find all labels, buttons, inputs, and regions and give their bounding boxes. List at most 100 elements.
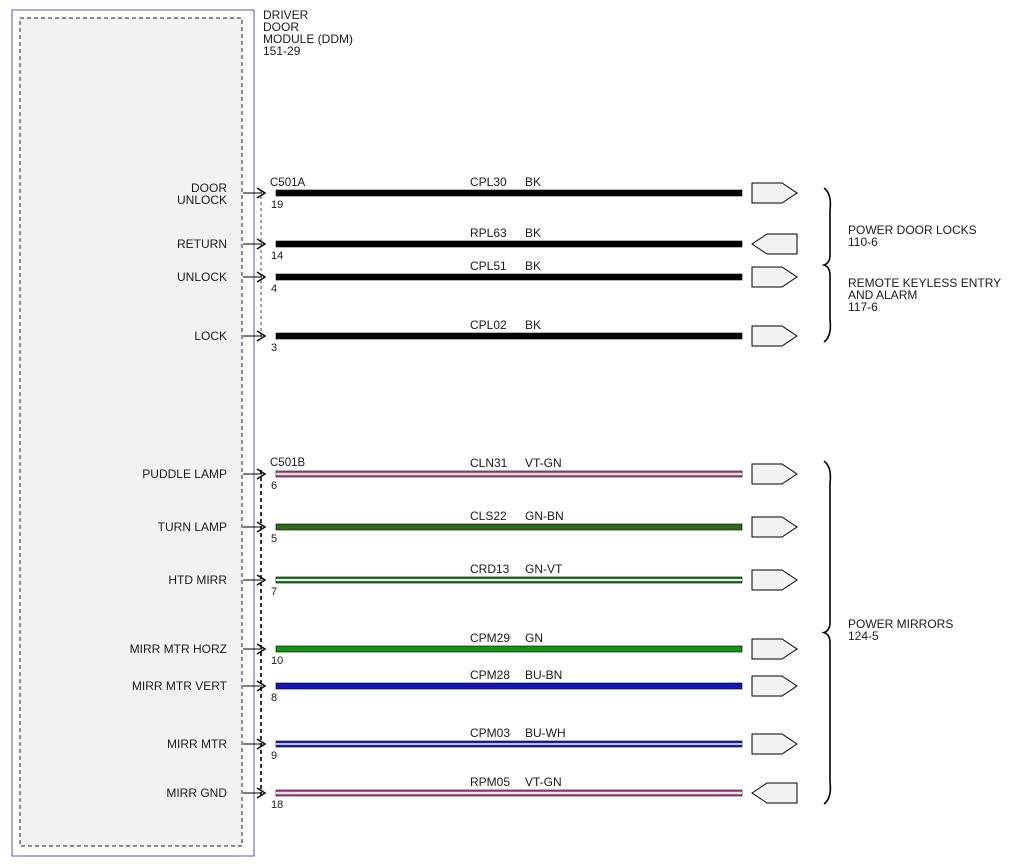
wire-color-code: BK [525, 226, 541, 240]
connector-chevron [256, 738, 267, 750]
wire-line [275, 189, 743, 197]
pin-number: 4 [271, 283, 277, 295]
connector-chevron [256, 238, 267, 250]
pin-number: 3 [271, 342, 277, 354]
pin-label: UNLOCK [177, 270, 227, 284]
module-box-inner [19, 17, 243, 847]
pin-number: 9 [271, 750, 277, 762]
wire-line [275, 240, 743, 248]
wire-color-code: GN [525, 631, 543, 645]
wire-row: MIRR MTR HORZ 10 CPM29 GN [130, 631, 798, 667]
circuit-id: CRD13 [470, 562, 510, 576]
wire-color-code: BU-BN [525, 668, 562, 682]
connector-chevron [256, 330, 267, 342]
circuit-id: RPL63 [470, 226, 507, 240]
wire-stripe [276, 792, 742, 794]
wire-line [275, 645, 743, 653]
wire-stripe [276, 743, 742, 745]
connector-chevron [256, 643, 267, 655]
wire-color-code: BU-WH [525, 726, 566, 740]
connector-label-c501a: C501A [270, 177, 305, 189]
off-page-arrow-in [751, 233, 798, 255]
destination-brace [821, 460, 832, 805]
pin-label: MIRR MTR [167, 737, 227, 751]
circuit-id: CPL30 [470, 175, 507, 189]
wire-row: HTD MIRR 7 CRD13 GN-VT [168, 562, 798, 598]
pin-number: 14 [271, 250, 283, 262]
circuit-id: CPL51 [470, 259, 507, 273]
wire-color-code: GN-BN [525, 509, 564, 523]
wire-line [275, 332, 743, 340]
connector-chevron [256, 787, 267, 799]
circuit-id: CPM29 [470, 631, 510, 645]
connector-chevron [256, 271, 267, 283]
circuit-id: CPL02 [470, 318, 507, 332]
wire-stripe [276, 473, 742, 475]
connector-chevron [256, 468, 267, 480]
circuit-id: RPM05 [470, 775, 510, 789]
off-page-arrow-out [751, 569, 798, 591]
connector-chevron [256, 574, 267, 586]
wire-color-code: BK [525, 259, 541, 273]
pin-number: 6 [271, 480, 277, 492]
wire-stripe [276, 579, 742, 581]
pin-label: LOCK [194, 329, 227, 343]
circuit-id: CLN31 [470, 456, 508, 470]
wire-row: UNLOCK 4 CPL51 BK [177, 259, 798, 295]
off-page-arrow-out [751, 638, 798, 660]
off-page-arrow-out [751, 733, 798, 755]
wire-color-code: GN-VT [525, 562, 563, 576]
connector-label-c501b: C501B [270, 457, 305, 469]
module-title: DRIVER DOOR MODULE (DDM) 151-29 [263, 8, 356, 58]
wire-color-code: BK [525, 318, 541, 332]
off-page-arrow-out [751, 463, 798, 485]
pin-label: MIRR GND [166, 786, 227, 800]
wire-row: MIRR MTR 9 CPM03 BU-WH [167, 726, 798, 762]
wire-row: RETURN 14 RPL63 BK [177, 226, 798, 262]
wire-color-code: BK [525, 175, 541, 189]
destination-brace [821, 187, 832, 343]
off-page-arrow-out [751, 266, 798, 288]
circuit-id: CPM28 [470, 668, 510, 682]
wire-line [275, 273, 743, 281]
wire-row: LOCK 3 CPL02 BK [194, 318, 798, 354]
wire-row: MIRR GND 18 RPM05 VT-GN [166, 775, 798, 811]
pin-number: 19 [271, 199, 283, 211]
pin-number: 10 [271, 655, 283, 667]
connector-chevron [256, 680, 267, 692]
wire-row: MIRR MTR VERT 8 CPM28 BU-BN [132, 668, 798, 704]
wire-row: TURN LAMP 5 CLS22 GN-BN [158, 509, 798, 545]
off-page-arrow-out [751, 675, 798, 697]
pin-label: TURN LAMP [158, 520, 227, 534]
pin-label: HTD MIRR [168, 573, 227, 587]
wire-color-code: VT-GN [525, 456, 562, 470]
off-page-arrow-out [751, 182, 798, 204]
pin-number: 18 [271, 799, 283, 811]
pin-label: MIRR MTR VERT [132, 679, 228, 693]
pin-label: MIRR MTR HORZ [130, 642, 227, 656]
circuit-id: CPM03 [470, 726, 510, 740]
connector-chevron [256, 521, 267, 533]
pin-number: 5 [271, 533, 277, 545]
off-page-arrow-out [751, 325, 798, 347]
wire-line [275, 523, 743, 531]
pin-number: 7 [271, 586, 277, 598]
wire-row: PUDDLE LAMP 6 CLN31 VT-GN [142, 456, 798, 492]
wire-color-code: VT-GN [525, 775, 562, 789]
off-page-arrow-in [751, 782, 798, 804]
off-page-arrow-out [751, 516, 798, 538]
wire-line [275, 682, 743, 690]
pin-label: PUDDLE LAMP [142, 467, 227, 481]
connector-chevron [256, 187, 267, 199]
pin-label: RETURN [177, 237, 227, 251]
circuit-id: CLS22 [470, 509, 507, 523]
pin-number: 8 [271, 692, 277, 704]
